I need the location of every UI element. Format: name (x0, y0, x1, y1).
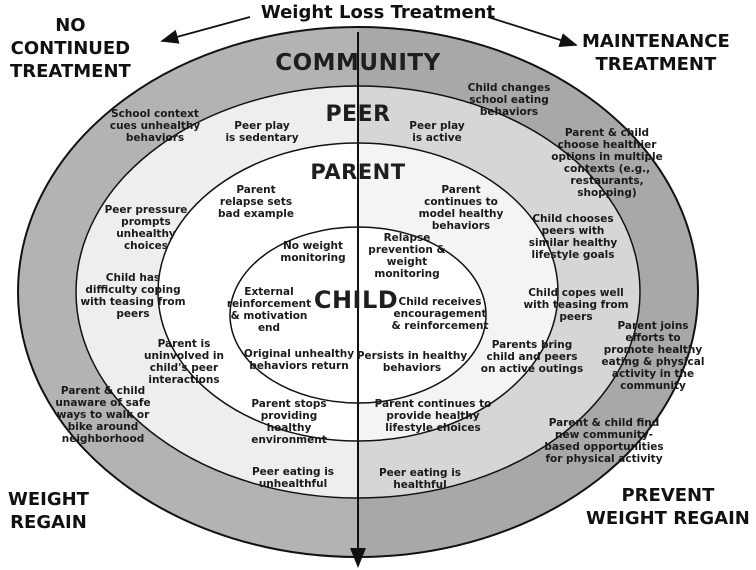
right-community-item: Parent & child choose healthier options … (551, 127, 663, 199)
left-peer-item: Child has difficulty coping with teasing… (80, 272, 186, 320)
prevent-weight-regain-label: PREVENT WEIGHT REGAIN (586, 485, 750, 529)
child-level-label: CHILD (313, 286, 399, 314)
left-child-item: Original unhealthy behaviors return (243, 348, 355, 372)
treatment-title: Weight Loss Treatment (260, 2, 496, 23)
right-peer-item: Child copes well with teasing from peers (523, 287, 629, 323)
left-community-item: Parent & child unaware of safe ways to w… (55, 385, 151, 445)
child-ring-right (358, 226, 487, 404)
right-child-item: Persists in healthy behaviors (356, 350, 468, 374)
left-child-item: External reinforcement & motivation end (226, 286, 312, 334)
community-level-label: COMMUNITY (275, 50, 441, 76)
right-parent-item: Parent continues to model healthy behavi… (418, 184, 504, 232)
arrow-right (487, 16, 578, 47)
right-community-item: Parent joins efforts to promote healthy … (601, 320, 705, 392)
left-half (17, 26, 358, 558)
maintenance-treatment-label: MAINTENANCE TREATMENT (582, 31, 730, 75)
right-child-item: Relapse prevention & weight monitoring (368, 232, 446, 280)
left-community-item: School context cues unhealthy behaviors (109, 108, 201, 144)
left-peer-item: Peer pressure prompts unhealthy choices (104, 204, 188, 252)
left-parent-item: Parent relapse sets bad example (218, 184, 294, 220)
right-community-item: Parent & child find new community- based… (544, 417, 664, 465)
right-peer-item: Peer eating is healthful (378, 467, 462, 491)
right-half (358, 26, 699, 558)
child-ring-left (229, 226, 358, 404)
weight-regain-label: WEIGHT REGAIN (8, 489, 89, 533)
left-peer-item: Peer play is sedentary (225, 120, 299, 144)
right-child-item: Child receives encouragement & reinforce… (391, 296, 489, 332)
left-peer-item: Peer eating is unhealthful (251, 466, 335, 490)
right-peer-item: Child chooses peers with similar healthy… (528, 213, 618, 261)
left-parent-item: Parent is uninvolved in child's peer int… (144, 338, 224, 386)
right-parent-item: Parents bring child and peers on active … (480, 339, 584, 375)
arrow-left (160, 16, 251, 44)
peer-level-label: PEER (325, 102, 391, 127)
right-peer-item: Peer play is active (409, 120, 465, 144)
no-continued-treatment-label: NO CONTINUED TREATMENT (10, 15, 131, 82)
right-community-item: Child changes school eating behaviors (467, 82, 551, 118)
left-child-item: No weight monitoring (280, 240, 346, 264)
parent-level-label: PARENT (310, 160, 406, 184)
left-parent-item: Parent stops providing healthy environme… (251, 398, 327, 446)
right-parent-item: Parent continues to provide healthy life… (374, 398, 492, 434)
